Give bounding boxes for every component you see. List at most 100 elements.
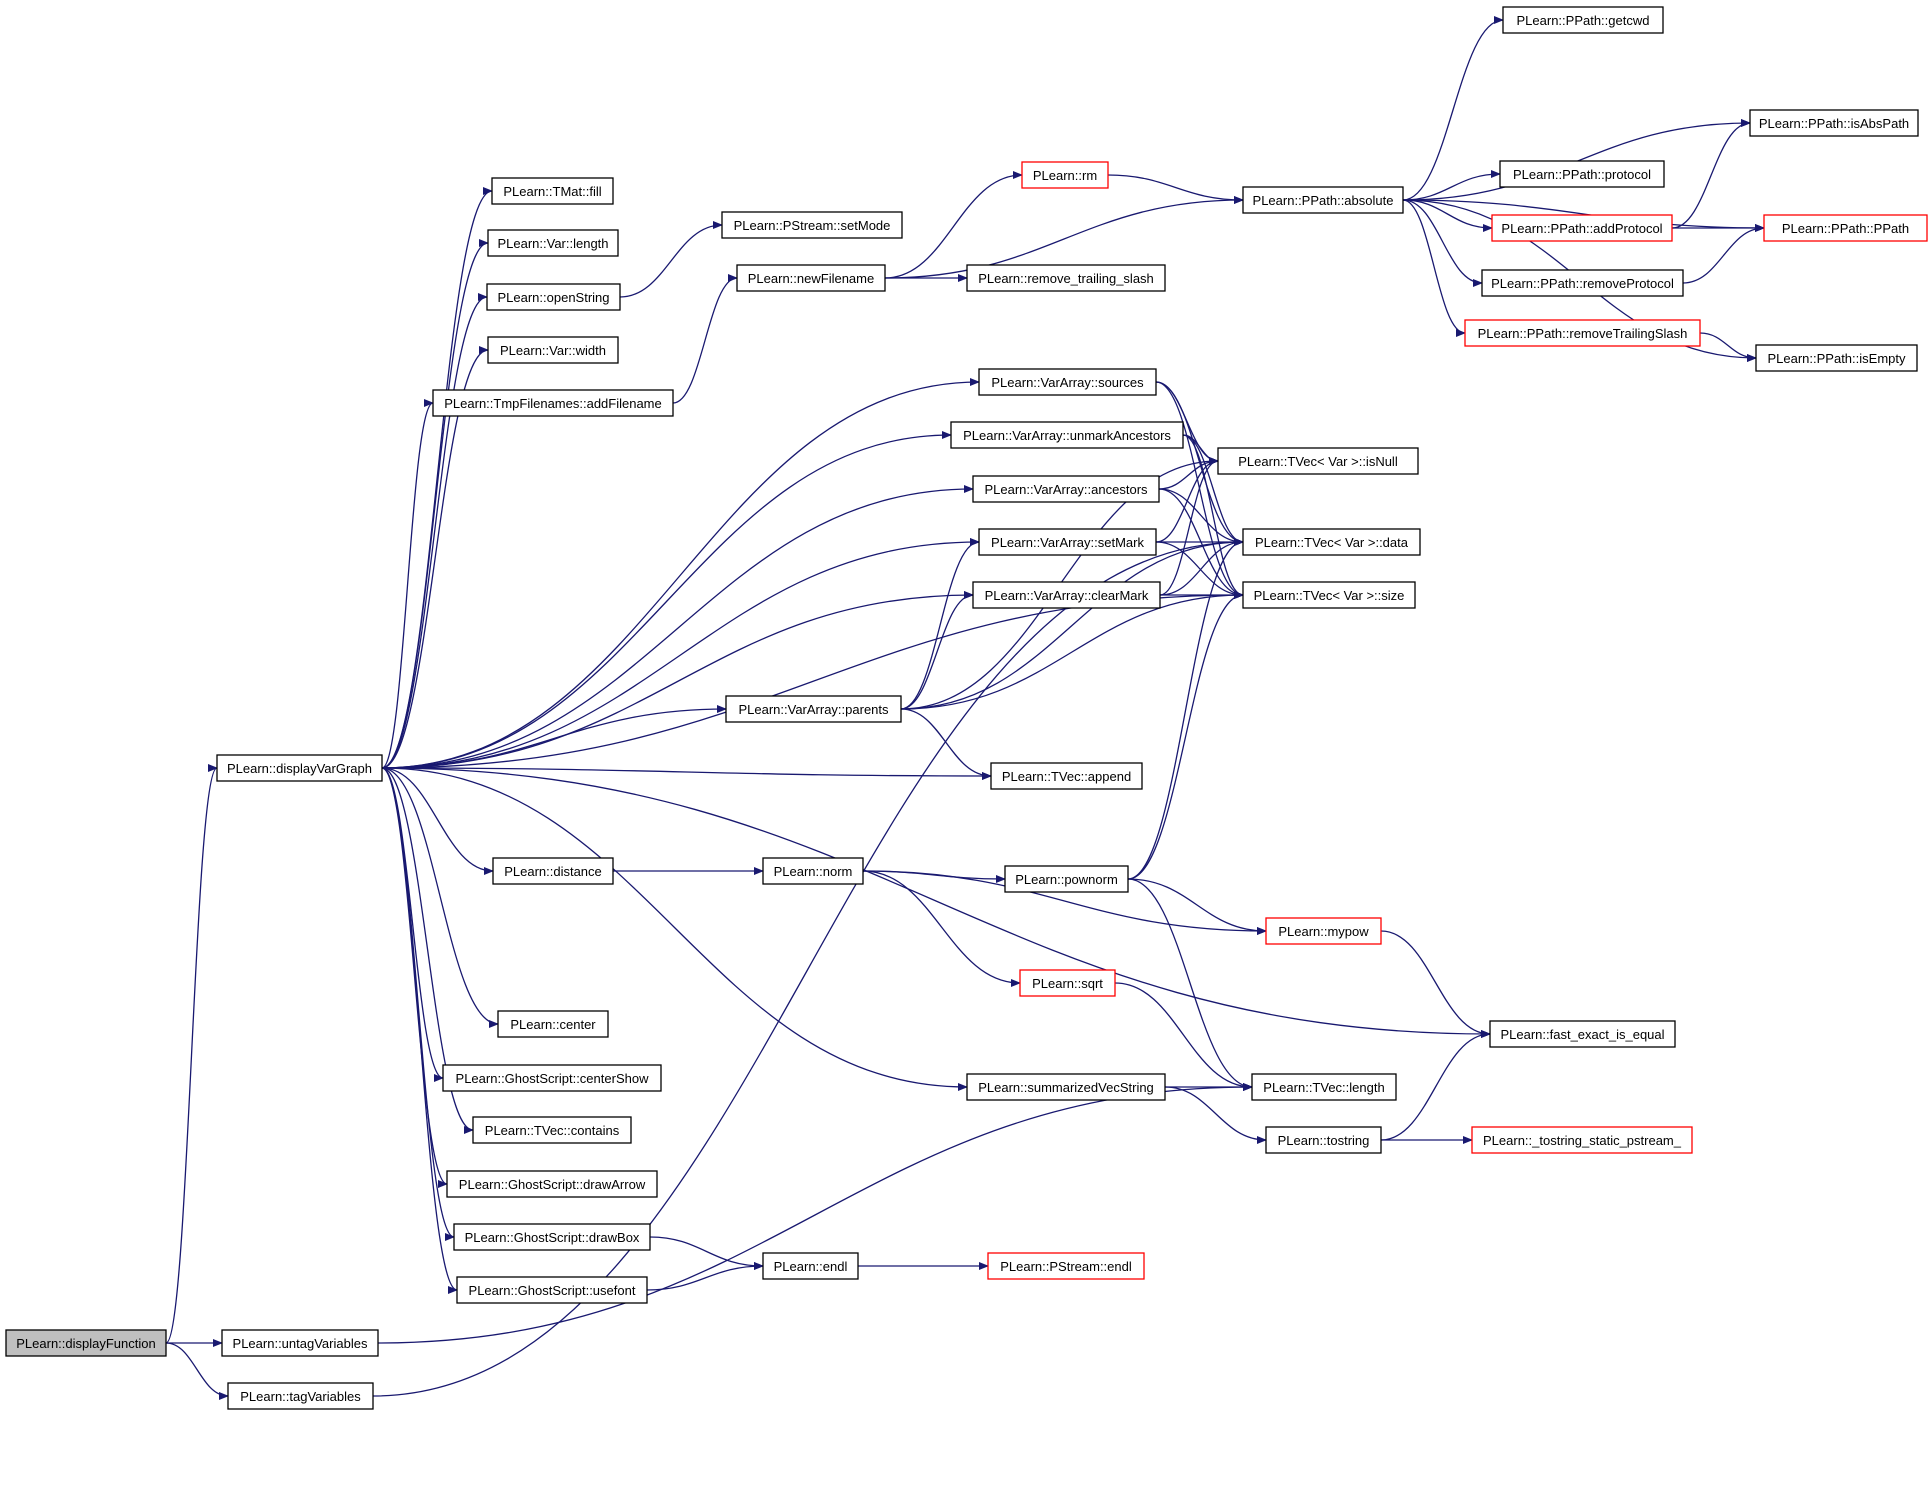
node-box (442, 1064, 662, 1092)
node-box (216, 754, 383, 782)
node-tvec-data[interactable]: PLearn::TVec< Var >::data (1242, 528, 1421, 556)
node-set-mark[interactable]: PLearn::VarArray::setMark (978, 528, 1157, 556)
node-ppath[interactable]: PLearn::PPath::PPath (1763, 214, 1928, 242)
node-tostring[interactable]: PLearn::tostring (1265, 1126, 1382, 1154)
node-box (1265, 917, 1382, 945)
edge-pownorm-to-tvec-size (1127, 591, 1244, 880)
edge-sqrt-to-tvec-length (1114, 982, 1253, 1091)
node-display-function[interactable]: PLearn::displayFunction (5, 1329, 167, 1357)
node-draw-box[interactable]: PLearn::GhostScript::drawBox (453, 1223, 651, 1251)
node-remove-protocol[interactable]: PLearn::PPath::removeProtocol (1481, 269, 1684, 297)
node-label: PLearn::VarArray::clearMark (985, 588, 1149, 603)
node-endl[interactable]: PLearn::endl (762, 1252, 859, 1280)
edge-remove-protocol-to-ppath (1682, 224, 1765, 284)
node-sources[interactable]: PLearn::VarArray::sources (978, 368, 1157, 396)
node-mypow[interactable]: PLearn::mypow (1265, 917, 1382, 945)
node-box (978, 368, 1157, 396)
node-open-string[interactable]: PLearn::openString (486, 283, 621, 311)
node-set-mode[interactable]: PLearn::PStream::setMode (721, 211, 903, 239)
node-sqrt[interactable]: PLearn::sqrt (1019, 969, 1116, 997)
node-label: PLearn::VarArray::parents (738, 702, 889, 717)
node-box (1499, 160, 1665, 188)
edge-absolute-to-ppath (1402, 199, 1765, 232)
edge-display-var-graph-to-usefont (381, 767, 458, 1294)
edge-display-var-graph-to-tmat-fill (381, 187, 493, 769)
node-label: PLearn::PPath::PPath (1782, 221, 1909, 236)
node-draw-arrow[interactable]: PLearn::GhostScript::drawArrow (446, 1170, 658, 1198)
node-tvec-contains[interactable]: PLearn::TVec::contains (472, 1116, 632, 1144)
edge-add-protocol-to-is-abs-path (1671, 119, 1751, 229)
edge-display-var-graph-to-fast-exact (381, 767, 1491, 1038)
node-usefont[interactable]: PLearn::GhostScript::usefont (456, 1276, 648, 1304)
node-center-show[interactable]: PLearn::GhostScript::centerShow (442, 1064, 662, 1092)
node-label: PLearn::untagVariables (233, 1336, 368, 1351)
node-box (1021, 161, 1109, 189)
node-tostring-static[interactable]: PLearn::_tostring_static_pstream_ (1471, 1126, 1693, 1154)
edge-display-var-graph-to-add-filename (381, 399, 434, 769)
node-box (453, 1223, 651, 1251)
edge-pownorm-to-tvec-data (1127, 538, 1244, 880)
node-is-abs-path[interactable]: PLearn::PPath::isAbsPath (1749, 109, 1919, 137)
node-clear-mark[interactable]: PLearn::VarArray::clearMark (972, 581, 1161, 609)
node-is-null[interactable]: PLearn::TVec< Var >::isNull (1217, 447, 1419, 475)
node-tmat-fill[interactable]: PLearn::TMat::fill (491, 177, 614, 205)
node-box (1242, 528, 1421, 556)
node-var-length[interactable]: PLearn::Var::length (487, 229, 619, 257)
edge-ancestors-to-tvec-data (1158, 488, 1244, 546)
edge-clear-mark-to-is-null (1159, 457, 1219, 596)
node-add-filename[interactable]: PLearn::TmpFilenames::addFilename (432, 389, 674, 417)
node-tvec-length[interactable]: PLearn::TVec::length (1251, 1073, 1397, 1101)
node-label: PLearn::rm (1033, 168, 1097, 183)
node-box (725, 695, 902, 723)
node-summarized-vec-string[interactable]: PLearn::summarizedVecString (966, 1073, 1166, 1101)
edge-parents-to-clear-mark (900, 591, 974, 710)
node-box (487, 336, 619, 364)
node-pownorm[interactable]: PLearn::pownorm (1004, 865, 1129, 893)
node-pstream-endl[interactable]: PLearn::PStream::endl (987, 1252, 1145, 1280)
node-box (1491, 214, 1673, 242)
node-label: PLearn::PPath::removeProtocol (1491, 276, 1674, 291)
node-tvec-append[interactable]: PLearn::TVec::append (990, 762, 1143, 790)
node-remove-trailing-slash-fn[interactable]: PLearn::remove_trailing_slash (966, 264, 1166, 292)
node-var-width[interactable]: PLearn::Var::width (487, 336, 619, 364)
node-fast-exact[interactable]: PLearn::fast_exact_is_equal (1489, 1020, 1676, 1048)
node-label: PLearn::TVec< Var >::size (1254, 588, 1405, 603)
node-ancestors[interactable]: PLearn::VarArray::ancestors (972, 475, 1160, 503)
node-untag-variables[interactable]: PLearn::untagVariables (221, 1329, 379, 1357)
node-box (1755, 344, 1918, 372)
node-add-protocol[interactable]: PLearn::PPath::addProtocol (1491, 214, 1673, 242)
node-protocol[interactable]: PLearn::PPath::protocol (1499, 160, 1665, 188)
node-label: PLearn::GhostScript::usefont (469, 1283, 636, 1298)
node-box (721, 211, 903, 239)
node-absolute[interactable]: PLearn::PPath::absolute (1242, 186, 1404, 214)
node-unmark-ancestors[interactable]: PLearn::VarArray::unmarkAncestors (950, 421, 1184, 449)
node-label: PLearn::_tostring_static_pstream_ (1483, 1133, 1682, 1148)
edge-display-var-graph-to-set-mark (381, 538, 980, 769)
node-label: PLearn::endl (774, 1259, 848, 1274)
node-norm[interactable]: PLearn::norm (762, 857, 864, 885)
node-box (1464, 319, 1701, 347)
node-rm[interactable]: PLearn::rm (1021, 161, 1109, 189)
node-tag-variables[interactable]: PLearn::tagVariables (227, 1382, 374, 1410)
node-label: PLearn::displayFunction (16, 1336, 155, 1351)
node-label: PLearn::tagVariables (240, 1389, 361, 1404)
edge-untag-variables-to-tvec-length (377, 1083, 1253, 1344)
node-display-var-graph[interactable]: PLearn::displayVarGraph (216, 754, 383, 782)
node-distance[interactable]: PLearn::distance (492, 857, 614, 885)
node-getcwd[interactable]: PLearn::PPath::getcwd (1502, 6, 1664, 34)
node-new-filename[interactable]: PLearn::newFilename (736, 264, 886, 292)
node-is-empty[interactable]: PLearn::PPath::isEmpty (1755, 344, 1918, 372)
edge-remove-trailing-slash-to-is-empty (1699, 332, 1757, 362)
node-label: PLearn::PPath::isEmpty (1767, 351, 1906, 366)
node-label: PLearn::TVec< Var >::isNull (1238, 454, 1398, 469)
node-box (972, 581, 1161, 609)
node-parents[interactable]: PLearn::VarArray::parents (725, 695, 902, 723)
node-remove-trailing-slash[interactable]: PLearn::PPath::removeTrailingSlash (1464, 319, 1701, 347)
edge-tostring-to-fast-exact (1380, 1030, 1491, 1141)
edge-new-filename-to-rm (884, 171, 1023, 279)
node-center[interactable]: PLearn::center (497, 1010, 609, 1038)
node-box (497, 1010, 609, 1038)
node-tvec-size[interactable]: PLearn::TVec< Var >::size (1242, 581, 1416, 609)
edge-norm-to-mypow (862, 870, 1267, 935)
node-box (950, 421, 1184, 449)
